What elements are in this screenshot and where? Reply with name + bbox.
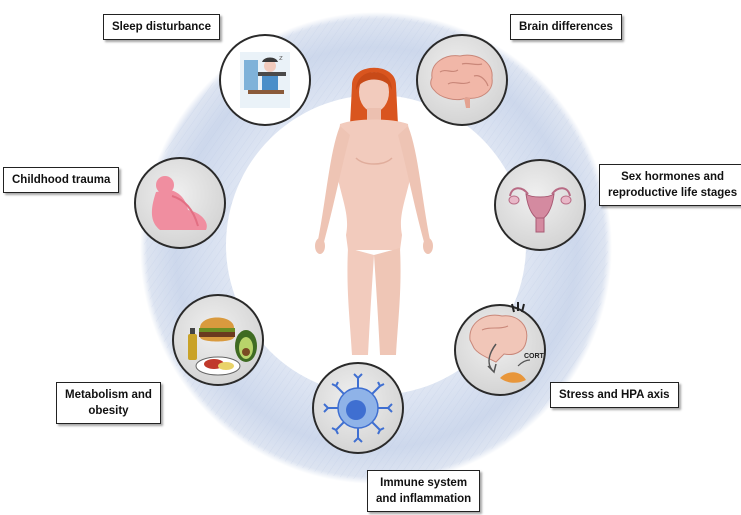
uterus-icon bbox=[508, 187, 572, 233]
label-sleep-text: Sleep disturbance bbox=[112, 21, 212, 33]
label-brain-text: Brain differences bbox=[519, 21, 613, 33]
label-hormones-line2: reproductive life stages bbox=[608, 187, 738, 199]
brain-icon bbox=[430, 54, 493, 108]
immune-system-circle bbox=[312, 362, 404, 454]
label-sex-hormones: Sex hormones and reproductive life stage… bbox=[599, 164, 741, 206]
cort-label: CORT bbox=[524, 353, 545, 360]
label-metabolism-line1: Metabolism and bbox=[65, 389, 152, 401]
label-brain-differences: Brain differences bbox=[510, 14, 622, 40]
label-immune-system: Immune system and inflammation bbox=[367, 470, 481, 512]
stress-hpa-circle: CORT bbox=[454, 302, 546, 396]
sleep-disturbance-circle: z bbox=[219, 34, 311, 126]
svg-text:z: z bbox=[279, 54, 283, 62]
sleeping-person-at-desk-icon: z bbox=[240, 52, 290, 108]
food-icon bbox=[188, 317, 257, 376]
female-figure-illustration bbox=[315, 67, 433, 355]
metabolism-circle bbox=[172, 294, 264, 386]
label-trauma-text: Childhood trauma bbox=[12, 174, 111, 186]
label-childhood-trauma: Childhood trauma bbox=[3, 167, 120, 193]
label-sleep-disturbance: Sleep disturbance bbox=[103, 14, 221, 40]
label-metabolism-line2: obesity bbox=[88, 405, 129, 417]
label-hormones-line1: Sex hormones and bbox=[621, 171, 724, 183]
label-immune-line1: Immune system bbox=[380, 477, 468, 489]
label-immune-line2: and inflammation bbox=[376, 493, 472, 505]
brain-sagittal-icon bbox=[469, 302, 531, 383]
brain-differences-circle bbox=[416, 34, 508, 126]
label-stress-hpa: Stress and HPA axis bbox=[550, 382, 679, 408]
label-stress-text: Stress and HPA axis bbox=[559, 389, 670, 401]
sex-hormones-circle bbox=[494, 159, 586, 251]
label-metabolism: Metabolism and obesity bbox=[56, 382, 161, 424]
curled-up-child-icon bbox=[151, 176, 207, 230]
immune-cell-icon bbox=[323, 373, 393, 443]
childhood-trauma-circle bbox=[134, 157, 226, 249]
